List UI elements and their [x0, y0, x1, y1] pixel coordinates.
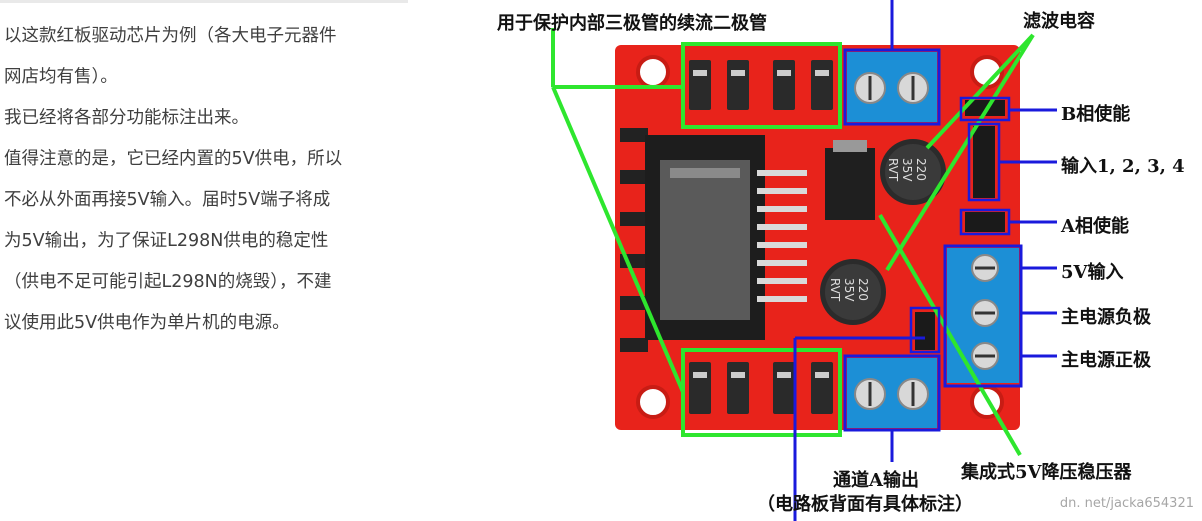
leader-line [551, 86, 685, 393]
label-regulator: 集成式5V降压稳压器 [961, 462, 1132, 483]
highlight-box-power-terminal [943, 244, 1023, 388]
label-channel-a-output: 通道A输出 [833, 470, 919, 491]
mount-hole-icon [970, 55, 1004, 89]
article-line: 不必从外面再接5V输入。届时5V端子将成 [4, 190, 331, 210]
diode-group-bottom [689, 362, 833, 414]
mount-hole-icon [636, 55, 670, 89]
article-text: 以这款红板驱动芯片为例（各大电子元器件 网店均有售）。 我已经将各部分功能标注出… [4, 16, 416, 344]
leader-line [925, 33, 1035, 150]
chip-highlight [670, 168, 740, 178]
mount-hole-icon [636, 385, 670, 419]
label-inputs: 输入1, 2, 3, 4 [1061, 156, 1185, 177]
heatsink-fin [620, 212, 648, 226]
article-line: 值得注意的是，它已经内置的5V供电，所以 [4, 149, 343, 169]
chip-pins [757, 170, 807, 302]
heatsink-fin [620, 296, 648, 310]
leader-line [878, 213, 1022, 457]
capacitor-top: 220 35V RVT [880, 139, 946, 205]
label-main-positive: 主电源正极 [1061, 350, 1151, 371]
regulator-chip [825, 148, 875, 220]
article-line: 以这款红板驱动芯片为例（各大电子元器件 [4, 26, 337, 46]
label-back-note: （电路板背面有具体标注） [757, 494, 973, 515]
board-illustration: 220 35V RVT 220 35V RVT [551, 0, 1057, 521]
label-main-negative: 主电源负极 [1061, 307, 1151, 328]
l298n-board-figure: 220 35V RVT 220 35V RVT [495, 0, 1202, 521]
watermark: dn. net/jacka654321 [1059, 496, 1194, 511]
label-a-enable: A相使能 [1061, 216, 1129, 237]
heatsink-fin [620, 128, 648, 142]
heatsink-fin [620, 338, 648, 352]
article-line: 为5V输出，为了保证L298N供电的稳定性 [4, 231, 329, 251]
capacitor-marking: RVT [828, 278, 842, 302]
l298n-chip [660, 160, 750, 320]
page-top-divider [0, 0, 408, 3]
highlight-box-jumper [909, 306, 941, 354]
article-line: 网店均有售）。 [4, 67, 118, 87]
article-line: 议使用此5V供电作为单片机的电源。 [4, 313, 290, 333]
capacitor-marking: 220 [914, 158, 928, 181]
capacitor-marking: RVT [886, 158, 900, 182]
leader-line [885, 33, 1035, 272]
header-pins [915, 100, 1005, 350]
label-filter-capacitor: 滤波电容 [1023, 11, 1095, 32]
capacitor-marking: 35V [900, 158, 914, 182]
capacitor-bottom: 220 35V RVT [820, 259, 886, 325]
heatsink-fin [620, 170, 648, 184]
capacitor-marking: 220 [856, 278, 870, 301]
highlight-box-diodes-bottom [681, 348, 842, 437]
capacitor-marking: 35V [842, 278, 856, 302]
label-5v-input: 5V输入 [1061, 262, 1124, 283]
diode-group-top [689, 60, 833, 110]
label-freewheel-diodes: 用于保护内部三极管的续流二极管 [497, 13, 767, 34]
label-b-enable: B相使能 [1061, 104, 1131, 125]
article-line: （供电不足可能引起L298N的烧毁），不建 [4, 272, 332, 292]
article-line: 我已经将各部分功能标注出来。 [4, 108, 249, 128]
